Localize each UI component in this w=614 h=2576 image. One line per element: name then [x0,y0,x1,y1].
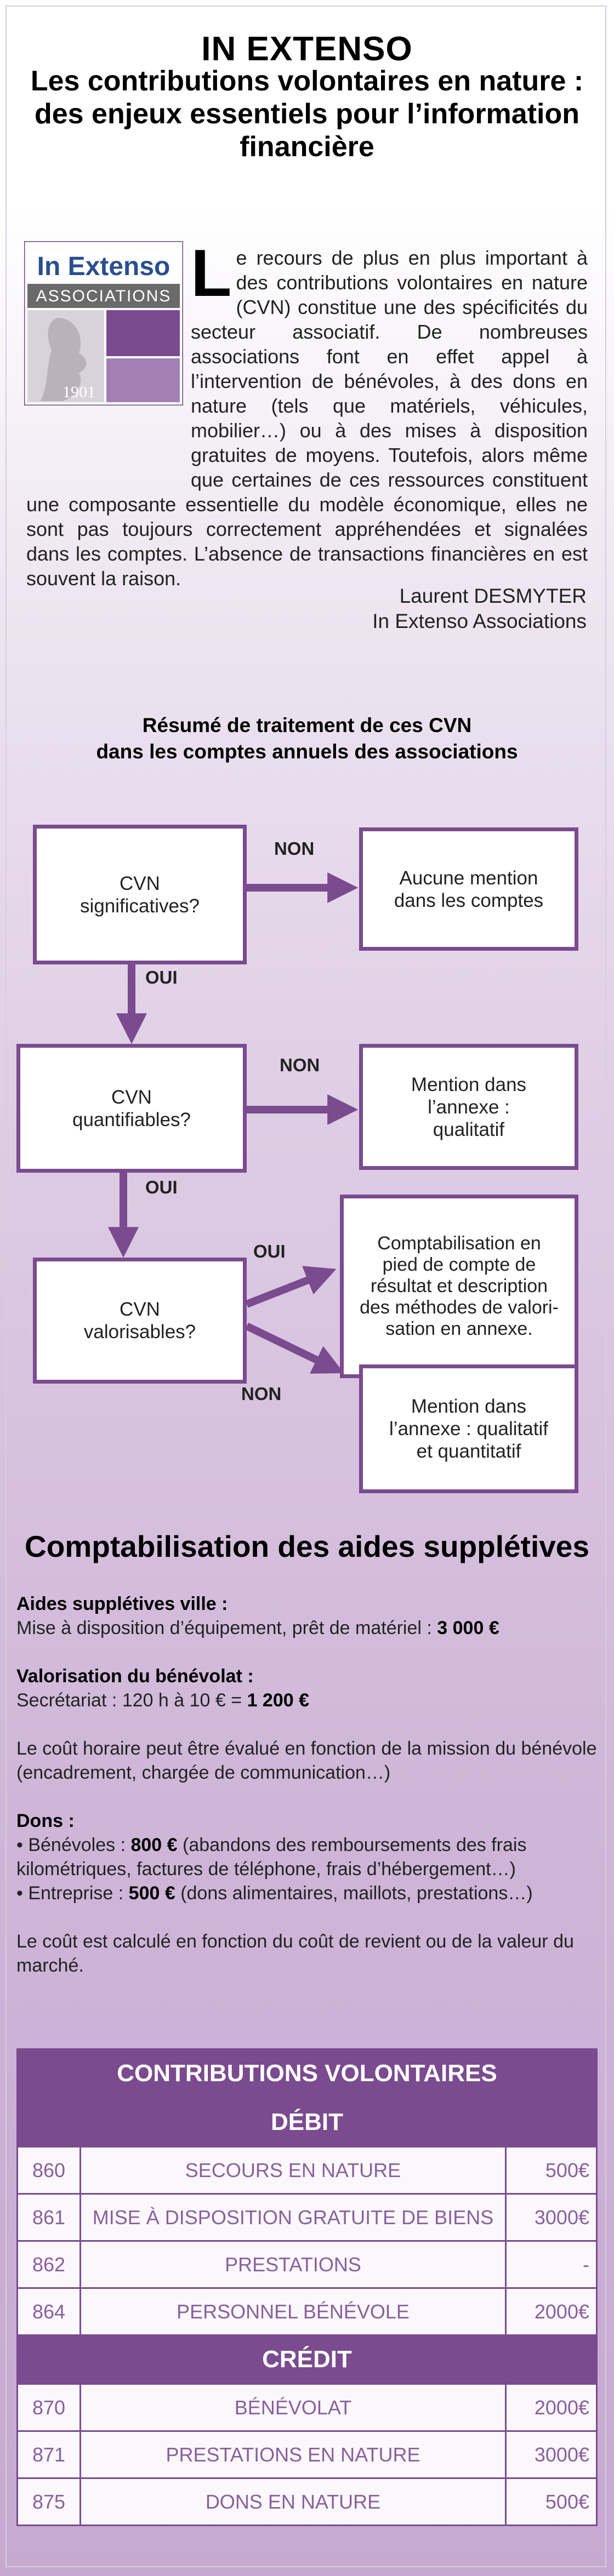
section-body: Aides supplétives ville : Mise à disposi… [16,1592,598,2002]
flowchart-arrows [108,872,359,1374]
label-oui-1: OUI [145,967,178,987]
label-oui-3: OUI [253,1241,286,1261]
credit-header: CRÉDIT [16,2334,598,2385]
author-name: Laurent DESMYTER [399,585,587,607]
debit-header: DÉBIT [16,2097,598,2147]
debit-header-row: DÉBIT [16,2097,598,2147]
aides-ville: Aides supplétives ville : Mise à disposi… [16,1593,499,1638]
credit-header-row: CRÉDIT [16,2334,598,2385]
page-frame [5,5,606,2567]
cout-horaire: Le coût horaire peut être évalué en fonc… [16,1738,597,1783]
logo-text-sub: ASSOCIATIONS [36,287,172,305]
table-title-row: CONTRIBUTIONS VOLONTAIRES [16,2048,598,2099]
arrow-oui-3 [245,1266,337,1308]
logo-text-main: In Extenso [37,252,170,281]
logo-year: 1901 [62,383,95,401]
label-oui-2: OUI [145,1177,178,1197]
diagram-title-line-2: dans les comptes annuels des association… [96,740,518,763]
signature: Laurent DESMYTER In Extenso Associations [372,584,587,634]
intro-text: e recours de plus en plus important à de… [26,247,588,590]
table-title: CONTRIBUTIONS VOLONTAIRES [16,2048,598,2099]
in-extenso-associations-logo: In Extenso ASSOCIATIONS 1901 [24,241,183,405]
valorisation-benevolat: Valorisation du bénévolat : Secrétariat … [16,1666,310,1711]
diagram-title-line-1: Résumé de traitement de ces CVN [142,714,472,736]
page-title: Les contributions volontaires en nature … [30,65,584,163]
author-org: In Extenso Associations [372,610,587,632]
cout-calcule: Le coût est calculé en fonction du coût … [16,1931,574,1976]
diagram-title: Résumé de traitement de ces CVN dans les… [0,712,614,765]
arrow-non-3 [245,1322,344,1374]
intro-paragraph: L e recours de plus en plus important à … [26,236,588,591]
section-title: Comptabilisation des aides supplétives [25,1529,589,1563]
label-non-3: NON [241,1384,282,1404]
label-non-2: NON [280,1055,320,1075]
brand-title: IN EXTENSO [201,30,413,68]
dons: Dons : • Bénévoles : 800 € (abandons des… [16,1810,533,1904]
drop-cap: L [191,236,232,310]
label-non-1: NON [274,838,315,859]
